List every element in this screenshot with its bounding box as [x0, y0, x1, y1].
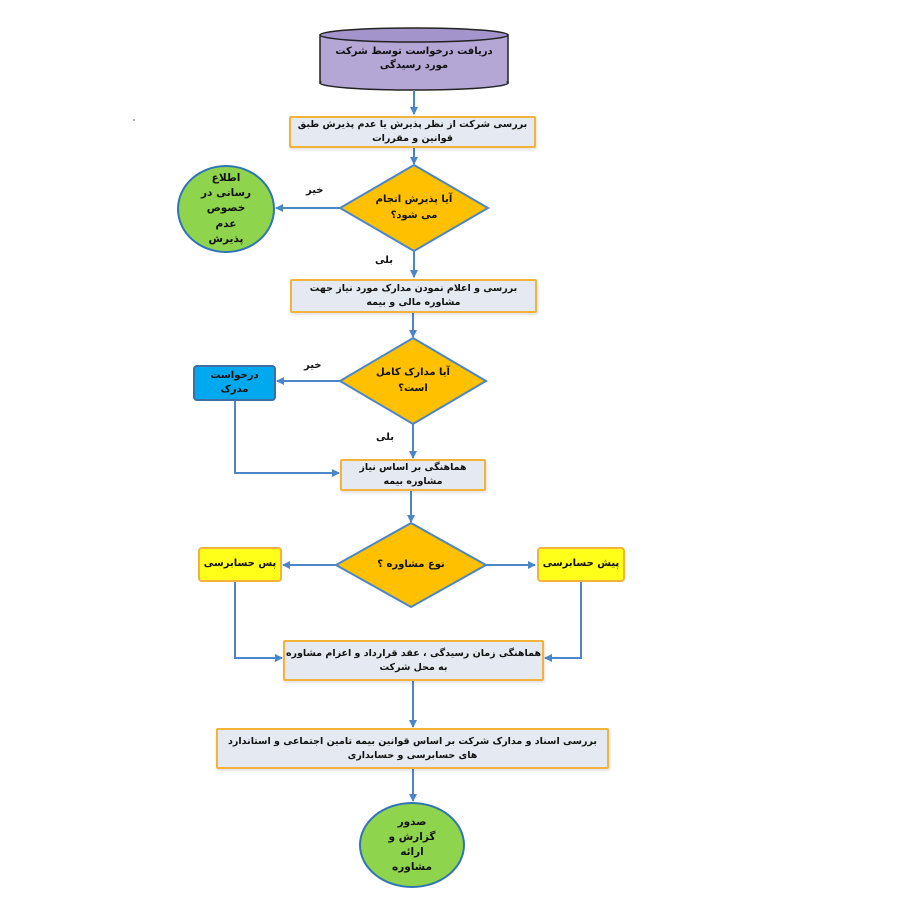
post-audit-box: پس حسابرسی [198, 547, 282, 582]
check-acceptance-label: بررسی شرکت از نظر پذیرش یا عدم پذیرش طبق… [297, 119, 528, 144]
request-docs-box: درخواست مدرک [193, 365, 276, 401]
coordinate-need-label: هماهنگی بر اساس نیاز مشاوره بیمه [359, 462, 467, 487]
announce-docs-box: بررسی و اعلام نمودن مدارک مورد نیاز جهت … [290, 279, 537, 313]
flow-arrows [234, 90, 582, 802]
pre-audit-box: پیش حسابرسی [537, 547, 625, 582]
edge-label-yes-2: بلی [376, 432, 394, 443]
announce-docs-label: بررسی و اعلام نمودن مدارک مورد نیاز جهت … [309, 283, 518, 308]
check-acceptance-box: بررسی شرکت از نظر پذیرش یا عدم پذیرش طبق… [289, 116, 536, 148]
review-docs-label: بررسی اسناد و مدارک شرکت بر اساس قوانین … [228, 735, 597, 761]
arrow-request-loop [234, 401, 340, 477]
post-audit-label: پس حسابرسی [203, 558, 277, 570]
edge-label-no-1: خیر [306, 185, 324, 196]
stray-dot [133, 119, 135, 121]
review-docs-box: بررسی اسناد و مدارک شرکت بر اساس قوانین … [216, 728, 609, 769]
start-cylinder-shape [319, 27, 509, 91]
end-label: صدور گزارش و ارائه مشاوره [388, 815, 436, 874]
start-node-label: دریافت درخواست توسط شرکت مورد رسیدگی [335, 45, 493, 72]
notify-reject-label: اطلاع رسانی در خصوص عدم پذیرش [201, 171, 251, 245]
coordinate-time-label: هماهنگی زمان رسیدگی ، عقد قرارداد و اعزا… [285, 647, 542, 673]
request-docs-label: درخواست مدرک [210, 369, 259, 396]
start-node: دریافت درخواست توسط شرکت مورد رسیدگی [322, 42, 506, 76]
arrow-pre-audit-to-time [544, 582, 582, 662]
decision-docs-label: آیا مدارک کامل است؟ [376, 367, 450, 394]
decision-accept-label: آیا پذیرش انجام می شود؟ [375, 194, 453, 221]
coordinate-time-box: هماهنگی زمان رسیدگی ، عقد قرارداد و اعزا… [283, 640, 544, 681]
notify-reject-circle: اطلاع رسانی در خصوص عدم پذیرش [177, 165, 275, 253]
edge-label-yes-1: بلی [375, 255, 393, 266]
edge-label-no-2: خیر [304, 360, 322, 371]
decision-type-diamond [333, 521, 489, 609]
decision-type-label: نوع مشاوره ؟ [377, 559, 445, 570]
coordinate-need-box: هماهنگی بر اساس نیاز مشاوره بیمه [340, 459, 486, 491]
pre-audit-label: پیش حسابرسی [542, 558, 620, 570]
arrow-post-audit-to-time [234, 582, 283, 662]
end-circle: صدور گزارش و ارائه مشاوره [359, 802, 465, 888]
